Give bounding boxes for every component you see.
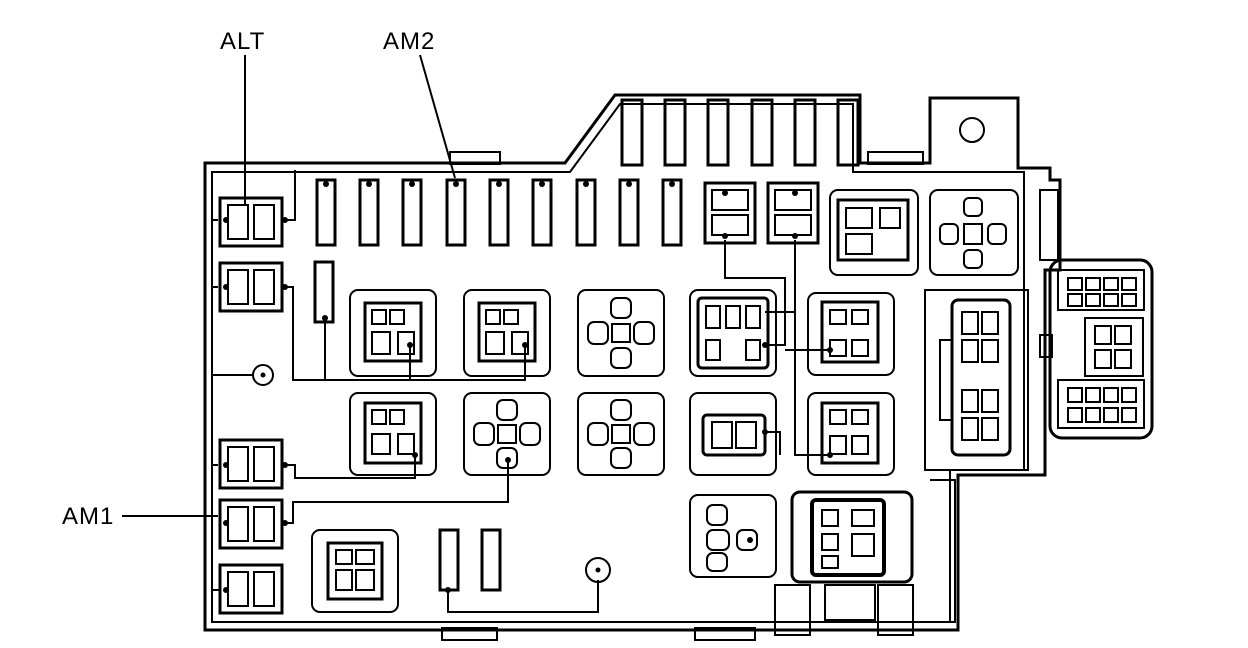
bottom-clip: [441, 627, 498, 641]
relay-socket: [349, 392, 437, 476]
relay-socket: [349, 289, 437, 377]
mini-fuse-row: [313, 178, 683, 592]
mini-fuse: [315, 178, 337, 247]
connector-plug: [1039, 258, 1154, 440]
bottom-latch-left: [774, 584, 811, 636]
relay-socket: [689, 289, 777, 377]
relay-socket: [807, 392, 895, 476]
mini-fuse: [618, 178, 640, 247]
mini-fuse: [575, 178, 597, 247]
top-clip: [449, 151, 501, 165]
upper-fuse: [750, 98, 774, 167]
relay-socket-cross: [577, 392, 665, 476]
mounting-hole: [959, 117, 985, 143]
label-am2: AM2: [383, 28, 436, 55]
mini-fuse: [488, 178, 510, 247]
relay-socket-large: [790, 490, 914, 584]
upper-fuse: [793, 98, 817, 167]
label-am1: AM1: [62, 503, 115, 530]
label-alt: ALT: [220, 28, 266, 55]
maxi-fuse: [703, 181, 757, 245]
upper-fuse: [706, 98, 730, 167]
upper-fuse: [663, 98, 687, 167]
top-clip-right: [867, 151, 924, 165]
mini-fuse: [401, 178, 423, 247]
upper-fuse: [620, 98, 644, 167]
mini-fuse: [661, 178, 683, 247]
relay-socket: [463, 289, 551, 377]
mini-fuse-bottom: [480, 528, 502, 592]
relay-socket: [807, 292, 895, 376]
fusible-links: [218, 196, 284, 615]
relay-sockets: [311, 189, 1019, 613]
housing-outline: [203, 93, 1062, 632]
housing: [203, 93, 1062, 641]
relay-socket-cross: [577, 289, 665, 377]
upper-fuse: [836, 98, 860, 167]
upper-fuse-row: [620, 98, 860, 167]
wiring-traces: [212, 170, 830, 613]
fusible-link-am1: [218, 498, 284, 550]
relay-socket-cross: [929, 189, 1019, 276]
terminal-dots: [223, 181, 833, 593]
maxi-fuses: [703, 181, 820, 245]
bottom-latch-right: [877, 584, 914, 636]
leader-lines: [122, 54, 456, 517]
relay-socket: [829, 189, 919, 276]
fusible-link: [218, 438, 284, 490]
mini-fuse-bottom: [438, 528, 460, 592]
side-latch: [1039, 189, 1059, 261]
fusible-link-alt: [218, 196, 284, 248]
bottom-clip-center: [694, 627, 756, 641]
mini-fuse-vertical: [313, 260, 335, 324]
fusible-link: [218, 563, 284, 615]
mini-fuse-am2: [445, 178, 467, 247]
fusible-link: [218, 261, 284, 313]
mini-fuse: [358, 178, 380, 247]
side-rail: [930, 479, 956, 623]
housing-inner-outline: [211, 103, 1025, 623]
relay-socket: [689, 494, 777, 578]
connector-block: [924, 289, 1029, 471]
mini-fuse: [531, 178, 553, 247]
relay-socket: [311, 529, 399, 613]
side-connectors: [924, 258, 1154, 471]
bottom-connector-tab: [824, 584, 876, 621]
